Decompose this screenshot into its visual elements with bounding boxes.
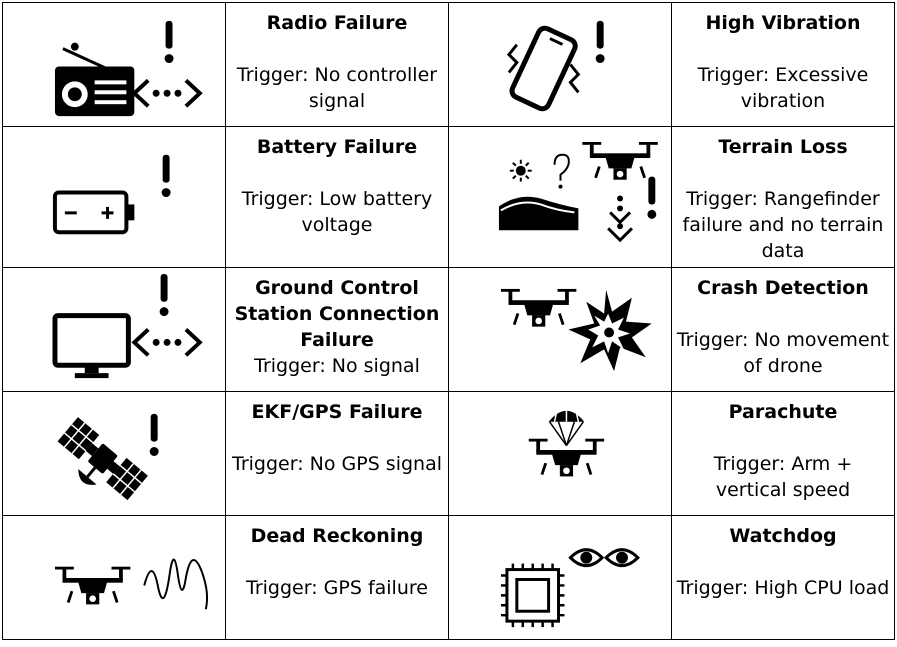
watchdog-cell: Watchdog Trigger: High CPU load [672,516,895,640]
battery-failure-trigger: Trigger: Low battery voltage [241,188,433,236]
crash-detection-title: Crash Detection [697,277,869,299]
terrain-loss-cell: Terrain Loss Trigger: Rangefinder failur… [672,127,895,268]
dead-reckoning-trigger: Trigger: GPS failure [246,577,428,599]
radio-failure-cell: Radio Failure Trigger: No controller sig… [226,3,449,127]
watchdog-trigger: Trigger: High CPU load [676,577,890,599]
crash-detection-icon [449,268,672,392]
terrain-loss-trigger: Trigger: Rangefinder failure and no terr… [682,188,884,262]
gcs-failure-cell: Ground Control Station Connection Failur… [226,268,449,392]
dead-reckoning-cell: Dead Reckoning Trigger: GPS failure [226,516,449,640]
parachute-cell: Parachute Trigger: Arm + vertical speed [672,392,895,516]
ekf-gps-failure-cell: EKF/GPS Failure Trigger: No GPS signal [226,392,449,516]
radio-failure-title: Radio Failure [266,12,408,34]
ekf-gps-failure-title: EKF/GPS Failure [251,401,423,423]
dead-reckoning-icon [3,516,226,640]
gcs-failure-title: Ground Control Station Connection Failur… [234,277,440,351]
terrain-loss-title: Terrain Loss [718,136,848,158]
terrain-loss-icon [449,127,672,268]
high-vibration-title: High Vibration [705,12,861,34]
radio-failure-icon [3,3,226,127]
high-vibration-trigger: Trigger: Excessive vibration [697,64,869,112]
radio-failure-trigger: Trigger: No controller signal [236,64,438,112]
parachute-title: Parachute [728,401,838,423]
gcs-failure-icon [3,268,226,392]
crash-detection-trigger: Trigger: No movement of drone [676,329,890,377]
dead-reckoning-title: Dead Reckoning [250,525,424,547]
battery-failure-title: Battery Failure [256,136,418,158]
parachute-trigger: Trigger: Arm + vertical speed [713,453,853,501]
parachute-icon [449,392,672,516]
watchdog-icon [449,516,672,640]
gcs-failure-trigger: Trigger: No signal [254,355,420,377]
high-vibration-cell: High Vibration Trigger: Excessive vibrat… [672,3,895,127]
battery-failure-icon [3,127,226,268]
battery-failure-cell: Battery Failure Trigger: Low battery vol… [226,127,449,268]
watchdog-title: Watchdog [729,525,837,547]
ekf-gps-failure-trigger: Trigger: No GPS signal [232,453,442,475]
crash-detection-cell: Crash Detection Trigger: No movement of … [672,268,895,392]
ekf-gps-failure-icon [3,392,226,516]
high-vibration-icon [449,3,672,127]
